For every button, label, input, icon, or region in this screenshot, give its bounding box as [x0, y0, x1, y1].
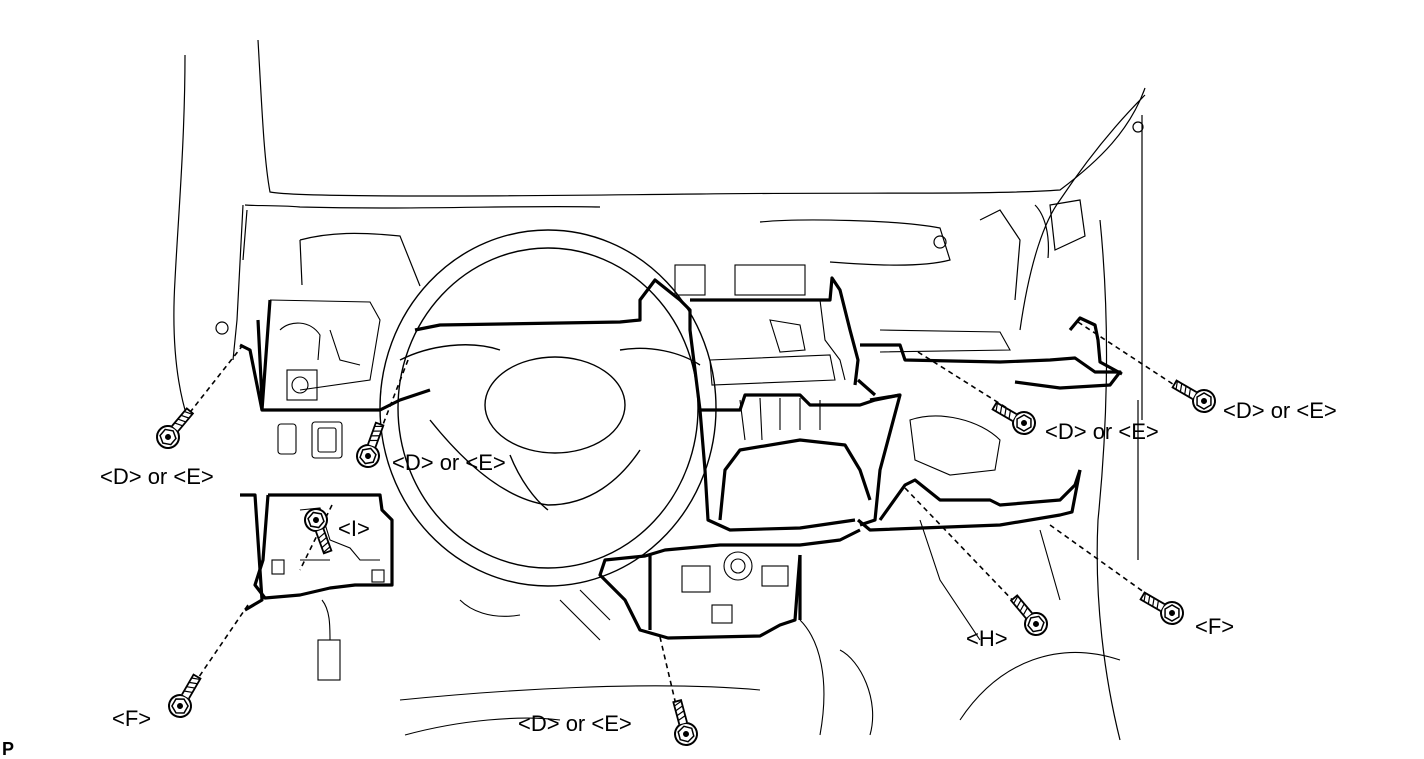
label-right-upper: <D> or <E> — [1223, 398, 1337, 423]
panel-reinforcement — [239, 276, 1123, 640]
label-lower-left-i: <I> — [338, 516, 370, 541]
bolt-icon-lower-left-i — [300, 504, 339, 557]
bolt-icon-center-right — [988, 395, 1041, 440]
bolt-icon-column-left — [352, 419, 391, 472]
bolt-icon-lower-right-h — [1004, 589, 1053, 641]
label-left-upper: <D> or <E> — [100, 464, 214, 489]
label-column-left: <D> or <E> — [392, 450, 506, 475]
vehicle-body-outline — [173, 39, 1146, 741]
label-center-bottom: <D> or <E> — [518, 711, 632, 736]
steering-wheel — [379, 229, 717, 587]
label-lower-right-f: <F> — [1195, 614, 1235, 639]
bolt-icon-lower-left-f — [163, 670, 208, 723]
corner-mark: P — [2, 739, 15, 759]
label-lower-left-f: <F> — [112, 706, 152, 731]
bolt-icon-left-upper — [151, 402, 200, 454]
label-lower-right-h: <H> — [966, 626, 1008, 651]
panel-detail-lines — [269, 264, 1121, 736]
bolt-icon-lower-right-f — [1136, 585, 1189, 630]
bolt-icon-center-bottom — [665, 697, 701, 749]
leader-lines — [179, 321, 1186, 723]
bolt-icon-right-upper — [1168, 373, 1221, 418]
label-center-right: <D> or <E> — [1045, 419, 1159, 444]
